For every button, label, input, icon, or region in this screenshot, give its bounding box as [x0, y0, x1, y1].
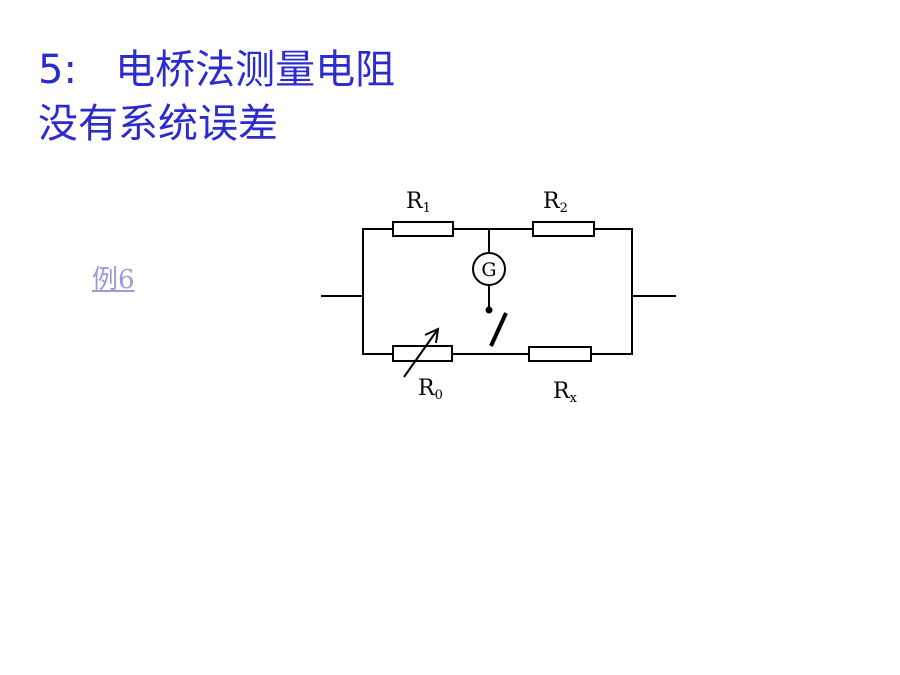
label-rx-main: R — [553, 379, 571, 404]
label-r2: R2 — [543, 189, 568, 216]
resistor-r2 — [532, 221, 595, 237]
slide-title-line-1: 5: 电桥法测量电阻 — [38, 47, 396, 93]
label-rx: Rx — [553, 379, 578, 406]
label-r2-main: R — [543, 189, 561, 214]
label-r2-sub: 2 — [560, 201, 568, 216]
galvanometer-circle — [472, 252, 506, 286]
slide-title-line-2: 没有系统误差 — [38, 101, 278, 147]
resistor-r1 — [392, 221, 454, 237]
label-rx-sub: x — [570, 391, 578, 406]
label-r0: R0 — [418, 376, 443, 403]
label-r1-main: R — [406, 189, 424, 214]
label-r1: R1 — [406, 189, 431, 216]
resistor-rx — [528, 346, 592, 362]
label-r0-main: R — [418, 376, 436, 401]
resistor-r0 — [392, 345, 453, 362]
variable-arrow-icon — [403, 327, 440, 378]
switch-contact-dot — [485, 306, 493, 314]
label-r1-sub: 1 — [423, 201, 431, 216]
label-r0-sub: 0 — [435, 388, 443, 403]
example-6-link[interactable]: 例6 — [92, 265, 135, 295]
galvanometer-label: G — [481, 259, 496, 281]
switch-blade — [489, 312, 508, 347]
